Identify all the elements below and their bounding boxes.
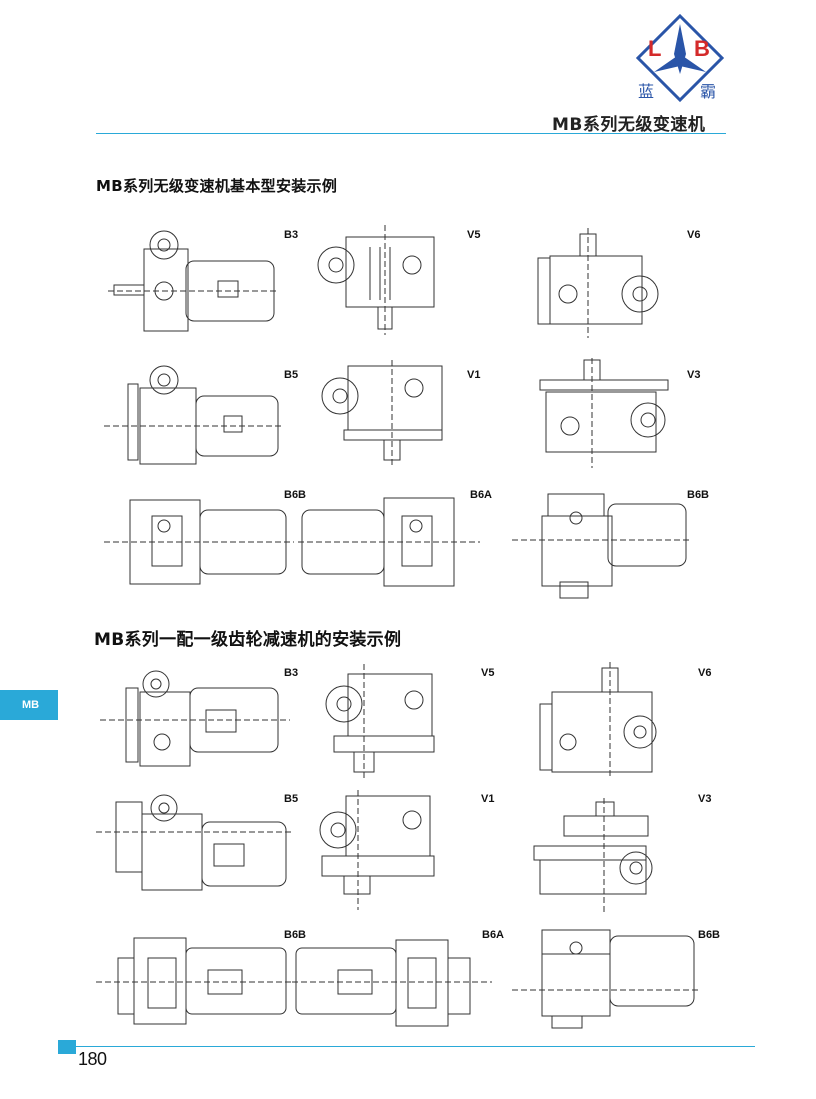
- label-b6b-2: B6B: [698, 929, 721, 941]
- logo-chinese-1: 蓝: [638, 82, 655, 101]
- drawing-v6: [534, 228, 684, 338]
- label-v3: V3: [698, 793, 712, 805]
- label-v6: V6: [698, 667, 712, 679]
- drawing-gear-b6b-2: [508, 926, 698, 1031]
- section-title-gear: MB系列一配一级齿轮减速机的安装示例: [94, 630, 402, 650]
- page-title: MB系列无级变速机: [552, 115, 706, 135]
- label-b6a: B6A: [470, 489, 493, 501]
- label-b6a: B6A: [482, 929, 505, 941]
- drawing-v3: [536, 358, 686, 468]
- label-v3: V3: [687, 369, 701, 381]
- footer-accent-bar: [58, 1040, 76, 1054]
- label-b5: B5: [284, 793, 299, 805]
- label-v1: V1: [467, 369, 481, 381]
- drawing-gear-v6: [536, 662, 686, 777]
- label-b6b-2: B6B: [687, 489, 710, 501]
- drawing-v1: [310, 360, 460, 465]
- label-v1: V1: [481, 793, 495, 805]
- label-v5: V5: [467, 229, 481, 241]
- drawing-gear-v5: [318, 664, 453, 779]
- section-tab-mb[interactable]: MB: [0, 690, 58, 720]
- logo-chinese-2: 霸: [700, 82, 717, 101]
- footer-divider: [58, 1046, 755, 1047]
- drawing-b6a: [298, 492, 480, 592]
- drawing-gear-v3: [530, 798, 680, 913]
- drawing-gear-b6b: [96, 932, 291, 1032]
- label-b3: B3: [284, 229, 299, 241]
- label-b6b: B6B: [284, 489, 307, 501]
- drawing-b5: [104, 362, 284, 472]
- drawing-v5: [300, 225, 450, 335]
- logo-letter-b: B: [694, 36, 710, 61]
- label-v5: V5: [481, 667, 495, 679]
- label-b6b: B6B: [284, 929, 307, 941]
- drawing-b6b-2: [508, 490, 690, 600]
- header-divider: [96, 133, 726, 134]
- drawing-b3: [104, 225, 279, 335]
- label-b5: B5: [284, 369, 299, 381]
- label-v6: V6: [687, 229, 701, 241]
- page-number: 180: [78, 1049, 107, 1069]
- drawing-gear-b3: [100, 668, 290, 773]
- section-title-basic: MB系列无级变速机基本型安装示例: [96, 177, 338, 195]
- drawing-gear-v1: [312, 790, 447, 910]
- logo-letter-l: L: [648, 36, 662, 61]
- drawing-b6b: [104, 490, 294, 590]
- label-b3: B3: [284, 667, 299, 679]
- drawing-gear-b6a: [292, 934, 492, 1029]
- brand-logo: L B 蓝 霸: [636, 14, 724, 104]
- drawing-gear-b5: [96, 792, 291, 897]
